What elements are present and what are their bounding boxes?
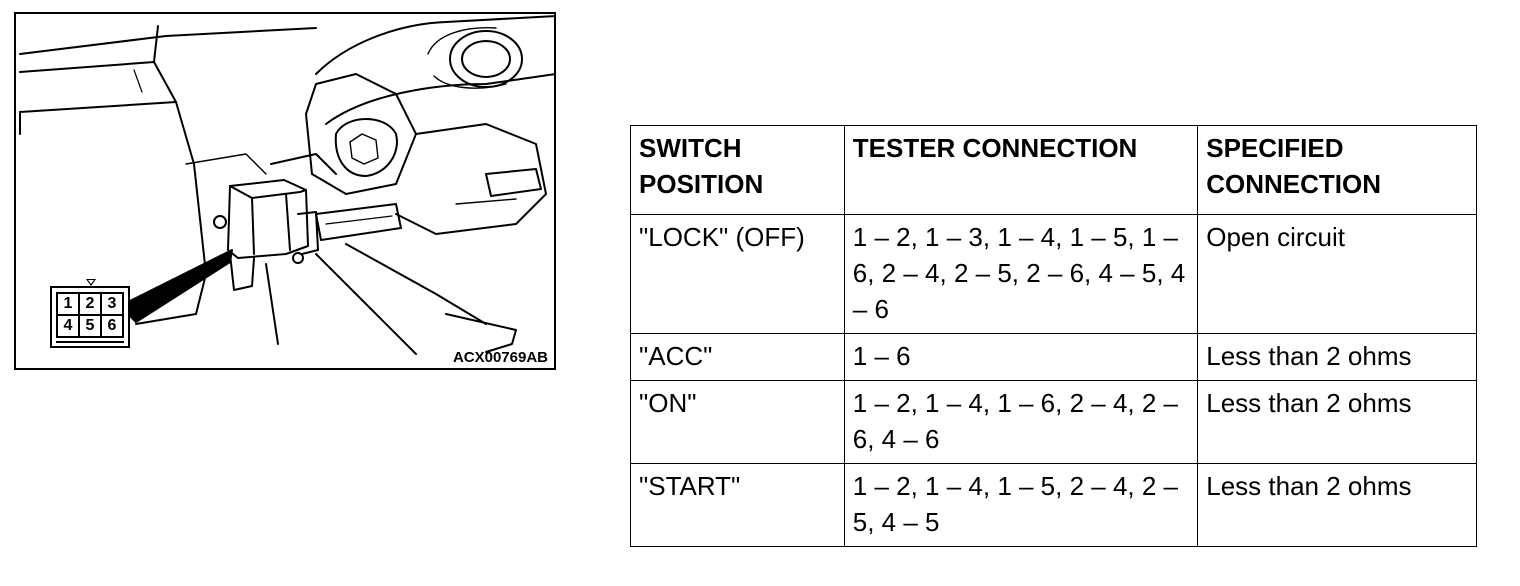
connector-pin-diagram: 1 2 3 4 5 6 [50, 279, 130, 348]
tester-connection-cell: 1 – 6 [843, 333, 1199, 381]
connector-pin: 4 [57, 315, 79, 337]
table-row: "ACC" 1 – 6 Less than 2 ohms [630, 333, 1477, 381]
table-row: "LOCK" (OFF) 1 – 2, 1 – 3, 1 – 4, 1 – 5,… [630, 214, 1477, 334]
connector-pin: 2 [79, 293, 101, 315]
specified-connection-cell: Less than 2 ohms [1197, 463, 1477, 547]
tester-connection-cell: 1 – 2, 1 – 3, 1 – 4, 1 – 5, 1 – 6, 2 – 4… [843, 214, 1199, 334]
tester-connection-cell: 1 – 2, 1 – 4, 1 – 5, 2 – 4, 2 – 5, 4 – 5 [843, 463, 1199, 547]
connector-base-line [56, 341, 124, 343]
specified-connection-cell: Less than 2 ohms [1197, 333, 1477, 381]
ignition-switch-illustration: 1 2 3 4 5 6 ACX00769AB [14, 12, 556, 370]
specified-connection-cell: Open circuit [1197, 214, 1477, 334]
specified-connection-cell: Less than 2 ohms [1197, 380, 1477, 464]
steering-column-drawing [19, 15, 554, 355]
tester-connection-cell: 1 – 2, 1 – 4, 1 – 6, 2 – 4, 2 – 6, 4 – 6 [843, 380, 1199, 464]
table-header-row: SWITCH POSITION TESTER CONNECTION SPECIF… [630, 125, 1477, 215]
connector-pin: 3 [101, 293, 123, 315]
header-switch-position: SWITCH POSITION [630, 125, 845, 215]
table-row: "ON" 1 – 2, 1 – 4, 1 – 6, 2 – 4, 2 – 6, … [630, 380, 1477, 464]
switch-continuity-table: SWITCH POSITION TESTER CONNECTION SPECIF… [630, 125, 1477, 547]
figure-code: ACX00769AB [452, 349, 548, 366]
connector-pin: 5 [79, 315, 101, 337]
connector-pin: 1 [57, 293, 79, 315]
switch-position-cell: "ACC" [630, 333, 845, 381]
switch-position-cell: "ON" [630, 380, 845, 464]
connector-key-marker [86, 279, 96, 286]
switch-position-cell: "START" [630, 463, 845, 547]
header-tester-connection: TESTER CONNECTION [843, 125, 1199, 215]
header-specified-connection: SPECIFIED CONNECTION [1197, 125, 1477, 215]
switch-position-cell: "LOCK" (OFF) [630, 214, 845, 334]
connector-pin: 6 [101, 315, 123, 337]
table-row: "START" 1 – 2, 1 – 4, 1 – 5, 2 – 4, 2 – … [630, 463, 1477, 547]
